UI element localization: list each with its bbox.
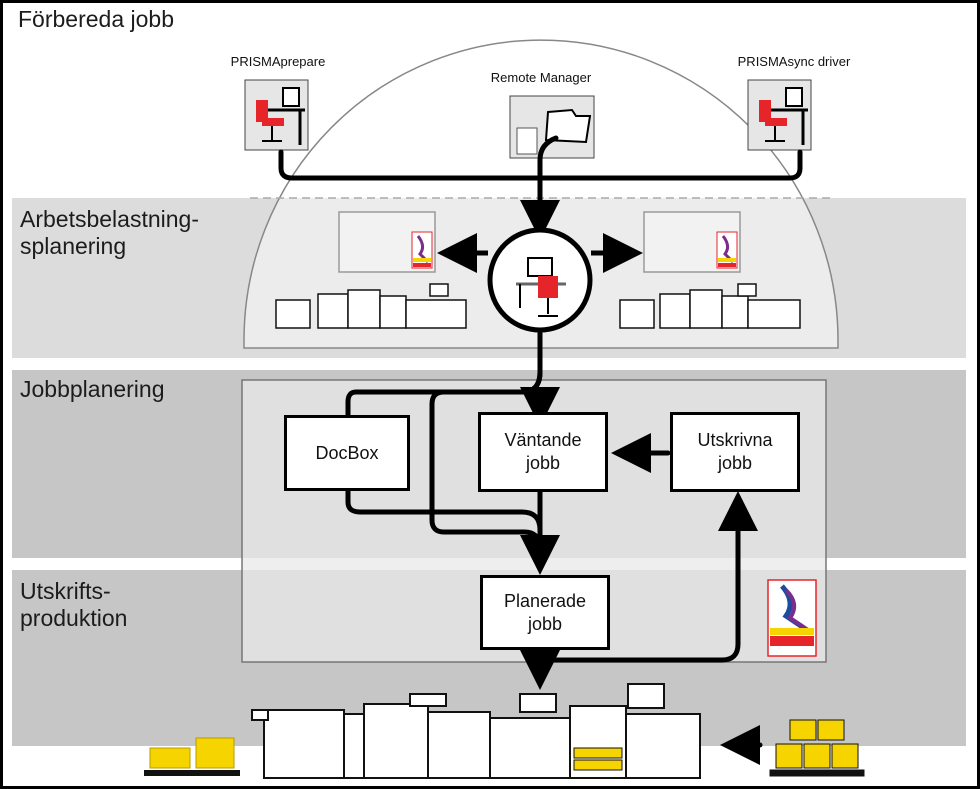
printer-icon-right — [619, 283, 801, 329]
paper-stack-icon — [144, 737, 240, 776]
source-label-driver: PRISMAsync driver — [737, 54, 851, 69]
logo-text: PRISMAsync — [776, 646, 808, 652]
source-label-prepare: PRISMAprepare — [230, 54, 326, 69]
central-workstation-icon — [487, 227, 593, 333]
mini-logo-left — [411, 231, 433, 269]
page-title: Förbereda jobb — [18, 6, 174, 32]
prismasync-logo — [767, 579, 817, 657]
folder-icon — [509, 95, 595, 159]
docbox-node: DocBox — [284, 415, 410, 491]
paper-supply-icon — [769, 719, 865, 777]
workstation-icon-right — [747, 79, 812, 151]
printed-jobs-node: Utskrivna jobb — [670, 412, 800, 492]
production-printer-icon — [251, 683, 701, 779]
scheduled-jobs-node: Planerade jobb — [480, 575, 610, 650]
waiting-jobs-node: Väntande jobb — [478, 412, 608, 492]
printer-icon-left — [275, 283, 467, 329]
mini-logo-right — [716, 231, 738, 269]
band-label-workload: Arbetsbelastning- splanering — [20, 206, 199, 259]
source-label-remote: Remote Manager — [490, 70, 592, 85]
band-label-jobplanning: Jobbplanering — [20, 376, 165, 402]
band-label-production: Utskrifts- produktion — [20, 578, 128, 631]
workstation-icon-left — [244, 79, 309, 151]
